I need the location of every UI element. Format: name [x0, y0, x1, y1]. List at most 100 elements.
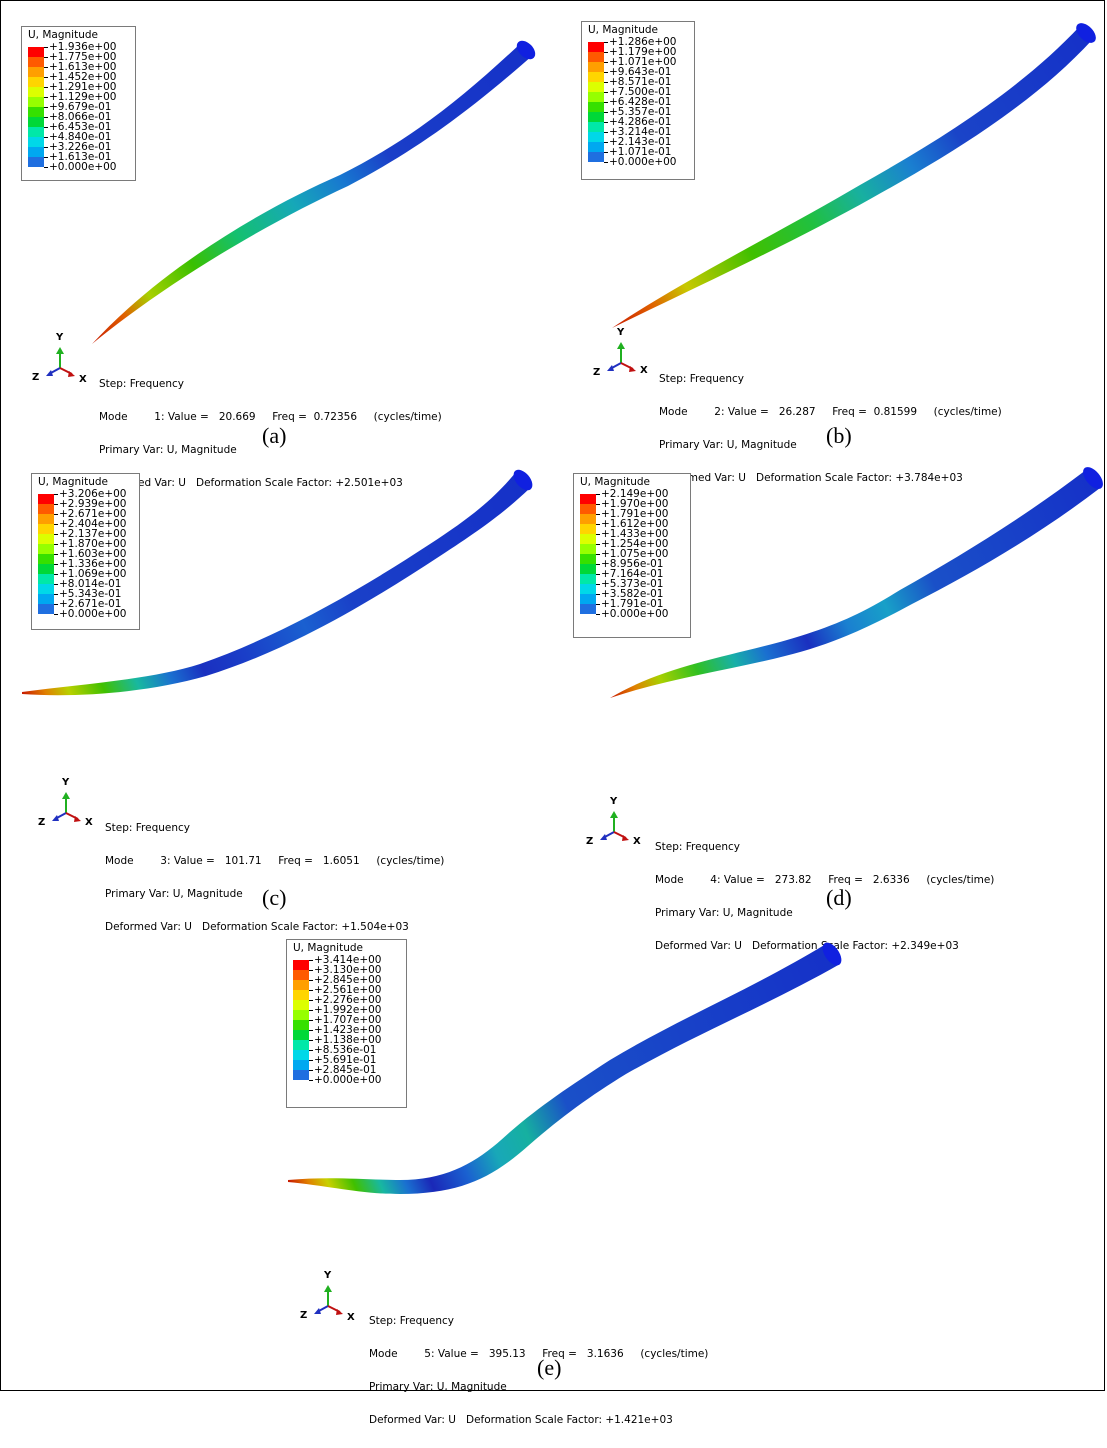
legend-entry: +0.000e+00: [38, 608, 238, 624]
legend-entry: +2.561e+00: [293, 984, 493, 1000]
axis-x-label: X: [640, 365, 648, 376]
legend-entry: +2.149e+00: [580, 488, 780, 504]
legend-value: +6.453e-01: [49, 121, 112, 133]
legend-value: +3.130e+00: [314, 964, 382, 976]
step-text: Step: Frequency: [655, 841, 741, 853]
mode-text: Mode 3: Value = 101.71 Freq = 1.6051 (cy…: [105, 855, 445, 867]
legend-tick: [309, 980, 313, 981]
legend-value: +3.226e-01: [49, 141, 112, 153]
legend-value: +1.791e+00: [601, 508, 669, 520]
legend-entry: +9.643e-01: [588, 66, 788, 82]
legend-entry: +1.613e+00: [28, 61, 228, 77]
legend-value: +3.206e+00: [59, 488, 127, 500]
legend-swatch: [28, 87, 44, 97]
legend-entry: +0.000e+00: [580, 608, 780, 624]
legend-value: +6.428e-01: [609, 96, 672, 108]
legend-value: +1.075e+00: [601, 548, 669, 560]
legend-tick: [44, 157, 48, 158]
legend-entry: +0.000e+00: [588, 156, 788, 172]
legend-title: U, Magnitude: [588, 24, 658, 36]
axis-triad: Y Z X: [300, 1270, 360, 1323]
axis-triad-icon: [52, 792, 81, 822]
legend-value: +1.613e-01: [49, 151, 112, 163]
legend-swatch: [38, 544, 54, 554]
legend-value: +1.138e+00: [314, 1034, 382, 1046]
legend-entry: +1.071e+00: [588, 56, 788, 72]
legend-entry: +8.571e-01: [588, 76, 788, 92]
legend-value: +2.143e-01: [609, 136, 672, 148]
legend-swatch: [28, 97, 44, 107]
legend-swatch: [580, 564, 596, 574]
legend-tick: [44, 57, 48, 58]
legend-tick: [54, 524, 58, 525]
legend-entry: +2.845e+00: [293, 974, 493, 990]
legend-swatch: [28, 67, 44, 77]
legend-swatch: [580, 504, 596, 514]
legend-entry: +1.603e+00: [38, 548, 238, 564]
legend-tick: [44, 67, 48, 68]
legend-swatch: [38, 594, 54, 604]
legend-tick: [44, 77, 48, 78]
legend-entry: +1.179e+00: [588, 46, 788, 62]
legend-value: +4.286e-01: [609, 116, 672, 128]
legend-tick: [54, 534, 58, 535]
legend-value: +5.343e-01: [59, 588, 122, 600]
legend-value: +1.775e+00: [49, 51, 117, 63]
axis-z-label: Z: [586, 836, 594, 847]
axis-z-label: Z: [38, 817, 46, 828]
primary-var-text: Primary Var: U, Magnitude: [105, 888, 243, 900]
axis-y-label: Y: [617, 327, 625, 338]
blade-mode-4: [610, 467, 1103, 698]
axis-triad: Y Z X: [586, 796, 646, 847]
legend-swatch: [28, 157, 44, 167]
legend-value: +2.149e+00: [601, 488, 669, 500]
legend-swatch: [28, 117, 44, 127]
legend-swatch: [580, 544, 596, 554]
legend-swatch: [28, 47, 44, 57]
legend-tick: [54, 504, 58, 505]
legend-entry: +1.707e+00: [293, 1014, 493, 1030]
legend-swatch: [293, 1020, 309, 1030]
legend-value: +0.000e+00: [609, 156, 677, 168]
legend-tick: [44, 97, 48, 98]
legend-swatch: [580, 494, 596, 504]
legend-tick: [309, 1060, 313, 1061]
legend-value: +1.970e+00: [601, 498, 669, 510]
legend-swatch: [28, 147, 44, 157]
legend-tick: [54, 544, 58, 545]
legend-swatch: [38, 524, 54, 534]
legend-entry: +2.671e-01: [38, 598, 238, 614]
legend-swatch: [293, 1070, 309, 1080]
legend-tick: [604, 52, 608, 53]
blade-mode-3: [22, 469, 533, 696]
legend-tick: [604, 72, 608, 73]
legend-value: +3.414e+00: [314, 954, 382, 966]
legend-value: +2.845e+00: [314, 974, 382, 986]
legend-swatch: [588, 92, 604, 102]
primary-var-text: Primary Var: U, Magnitude: [655, 907, 793, 919]
legend-tick: [604, 142, 608, 143]
legend-title: U, Magnitude: [38, 476, 108, 488]
legend-tick: [604, 102, 608, 103]
legend-tick: [44, 147, 48, 148]
legend-tick: [604, 82, 608, 83]
legend-entry: +3.414e+00: [293, 954, 493, 970]
legend-tick: [44, 167, 48, 168]
axis-y-label: Y: [324, 1270, 332, 1281]
legend-value: +1.452e+00: [49, 71, 117, 83]
legend-value: +1.179e+00: [609, 46, 677, 58]
axis-x-label: X: [79, 374, 87, 385]
axis-y-label: Y: [610, 796, 618, 807]
legend-entry: +5.343e-01: [38, 588, 238, 604]
axis-triad-icon: [314, 1285, 343, 1315]
legend-swatch: [588, 112, 604, 122]
legend-tick: [309, 1040, 313, 1041]
step-text: Step: Frequency: [105, 822, 191, 834]
legend-value: +2.845e-01: [314, 1064, 377, 1076]
legend-tick: [596, 584, 600, 585]
legend-value: +1.791e-01: [601, 598, 664, 610]
deformed-var-text: Deformed Var: U Deformation Scale Factor…: [655, 940, 959, 952]
legend-entry: +2.404e+00: [38, 518, 238, 534]
axis-triad: Y Z X: [593, 327, 653, 378]
axis-x-label: X: [633, 836, 641, 847]
